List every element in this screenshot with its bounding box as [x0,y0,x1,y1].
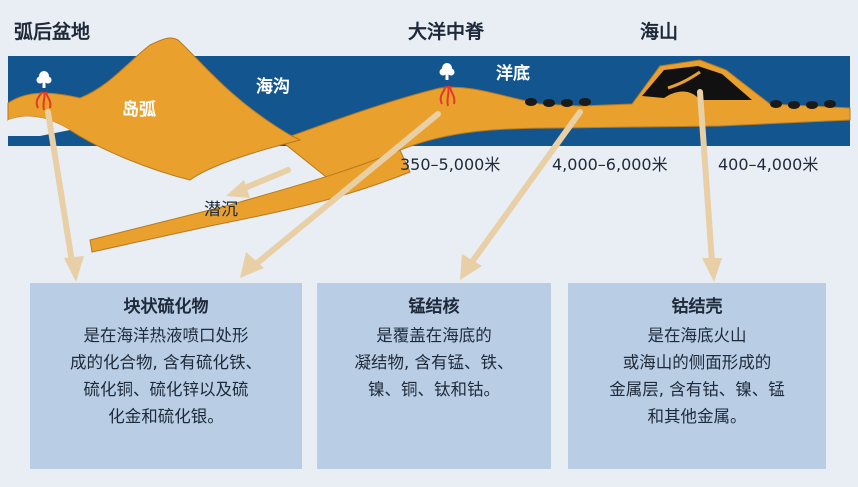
info-box-cobalt-crusts: 钴结壳 是在海底火山 或海山的侧面形成的 金属层, 含有钴、镍、锰 和其他金属。 [568,283,826,469]
box-line: 金属层, 含有钴、镍、锰 [609,380,785,399]
box-line: 镍、铜、钛和钴。 [368,380,500,399]
label-subduction: 潜沉 [204,200,238,220]
label-ocean-floor: 洋底 [496,63,530,84]
nodule-icon [543,99,555,107]
arrow-heads [64,180,722,282]
box-line: 化金和硫化银。 [108,407,224,426]
box-title: 钴结壳 [671,297,723,317]
box-line: 和其他金属。 [647,407,747,426]
arrow-icon-group [45,89,715,267]
arrow-icon [240,252,264,278]
back-arc-floor [8,116,70,136]
arrow-icon [64,256,84,282]
seamount-cap [642,66,752,100]
box-line: 或海山的侧面形成的 [622,353,772,372]
arrow-icon [253,111,441,267]
info-box-massive-sulfides: 块状硫化物 是在海洋热液喷口处形 成的化合物, 含有硫化铁、 硫化铜、硫化锌以及… [30,283,302,469]
box-title: 块状硫化物 [123,297,209,317]
depth-crusts: 400–4,000米 [718,155,818,174]
arrow-icon [237,167,291,193]
nodule-icon [579,98,591,106]
nodule-icon [561,99,573,107]
label-island-arc: 岛弧 [122,99,156,120]
label-seamount: 海山 [640,20,678,43]
box-title: 锰结核 [408,297,460,317]
box-line: 是在海底火山 [647,326,747,345]
label-trench: 海沟 [256,76,290,97]
arrow-icon [226,180,250,198]
label-back-arc-basin: 弧后盆地 [14,20,90,43]
nodule-icon [788,101,800,109]
nodule-icon [770,100,782,108]
island-arc-crust [7,37,302,181]
nodule-icon [806,101,818,109]
box-line: 是覆盖在海底的 [376,326,492,345]
box-line: 凝结物, 含有锰、铁、 [354,353,514,372]
arrow-icon [697,89,715,265]
arrow-icon [469,109,583,265]
depth-sulfides: 350–5,000米 [400,155,500,174]
nodule-icon-group-1 [525,98,591,107]
arrow-icon [460,254,482,280]
box-line: 成的化合物, 含有硫化铁、 [70,353,262,372]
arrow-icon [702,258,722,282]
info-box-manganese-nodules: 锰结核 是覆盖在海底的 凝结物, 含有锰、铁、 镍、铜、钛和钴。 [317,283,551,469]
box-line: 是在海洋热液喷口处形 [83,326,249,345]
seamount-streak [667,70,701,90]
plume-icon-left [36,71,52,88]
nodule-icon [525,98,537,106]
box-line: 硫化铜、硫化锌以及硫 [83,380,249,399]
vent-icon-ridge [439,85,456,107]
nodule-icon [824,100,836,108]
depth-nodules: 4,000–6,000米 [552,155,668,174]
plume-icon-ridge [439,63,455,80]
nodule-icon-group-2 [770,100,836,109]
arrow-icon [45,109,75,265]
subducting-slab [89,149,411,253]
label-mid-ocean-ridge: 大洋中脊 [408,20,485,43]
vent-icon-left [35,91,52,111]
